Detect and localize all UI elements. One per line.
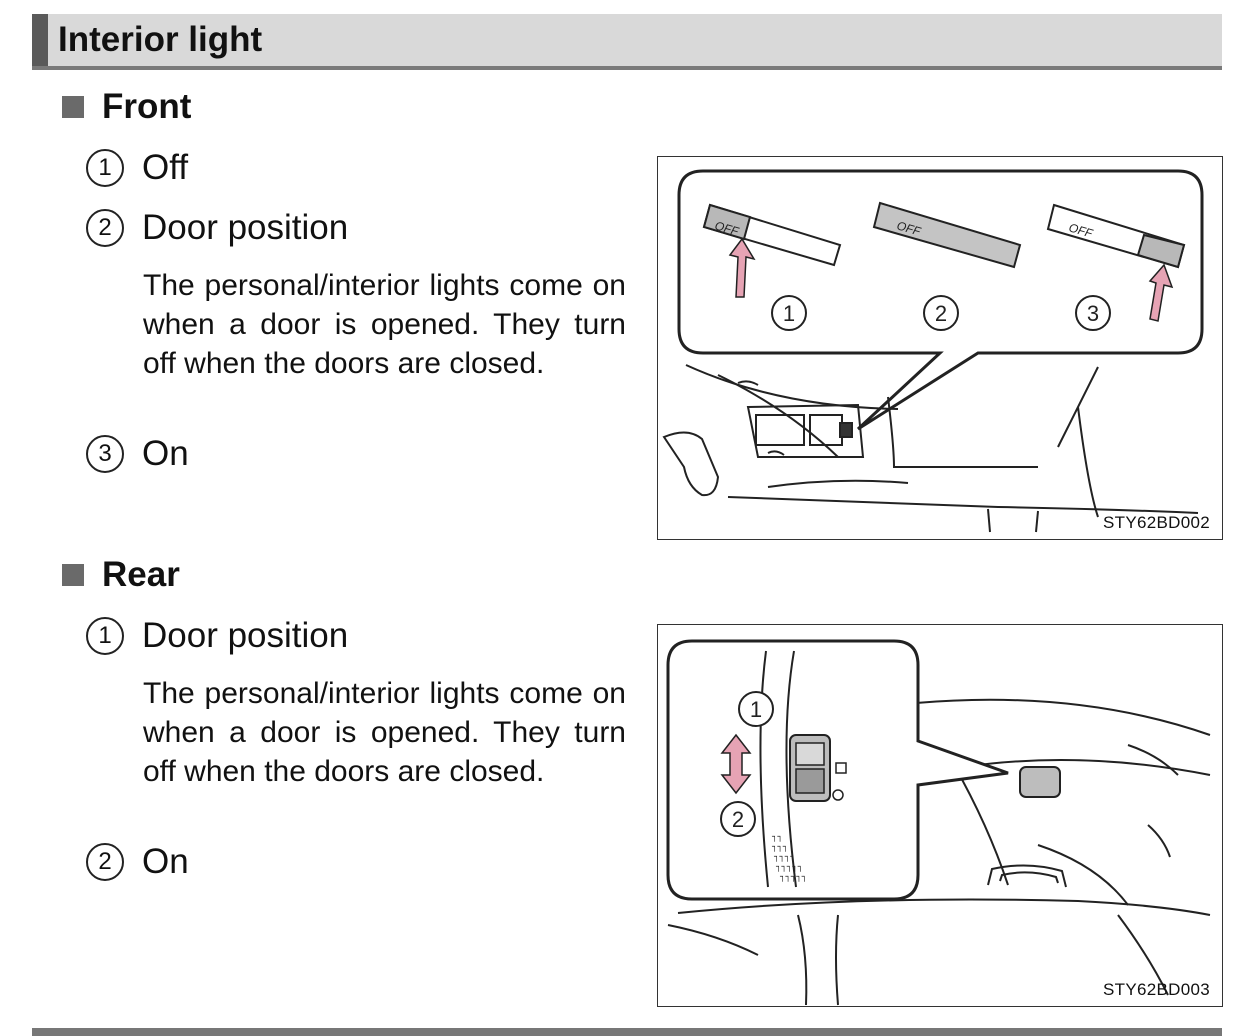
item-label: On — [142, 842, 189, 881]
circled-number-icon: 3 — [86, 435, 124, 473]
front-item-on: 3 On — [86, 432, 189, 476]
rear-item-door-position: 1 Door position — [86, 614, 348, 658]
page-title: Interior light — [58, 20, 263, 59]
front-section-title: Front — [62, 86, 191, 128]
figure-code: STY62BD002 — [1103, 513, 1210, 532]
press-arrow-icon — [1148, 263, 1174, 322]
item-label: Off — [142, 148, 189, 187]
circled-number-icon: 1 — [86, 617, 124, 655]
callout-number: 1 — [783, 301, 795, 326]
item-label: Door position — [142, 616, 349, 655]
rear-section-title: Rear — [62, 554, 180, 596]
slide-arrow-icon — [720, 733, 752, 795]
switch-off-label: OFF — [895, 218, 923, 238]
rear-light-figure: ┐┐ ┐┐┐ ┐┐┐┐ ┐┐┐┐┐ ┐┐┐┐┐ 1 2 STY62BD003 — [657, 624, 1223, 1007]
door-icon — [835, 762, 847, 774]
callout-number: 3 — [1087, 301, 1099, 326]
switch-off-label: OFF — [713, 218, 741, 238]
front-item-door-position: 2 Door position — [86, 206, 348, 250]
svg-text:┐┐┐┐: ┐┐┐┐ — [773, 852, 796, 862]
section-header: Interior light — [32, 14, 1222, 70]
callout-number: 2 — [732, 807, 744, 832]
bottom-divider — [32, 1028, 1222, 1036]
circled-number-icon: 2 — [86, 843, 124, 881]
item-label: On — [142, 434, 189, 473]
header-accent-bar — [32, 14, 48, 66]
front-item-off: 1 Off — [86, 146, 188, 190]
svg-text:┐┐┐: ┐┐┐ — [771, 842, 788, 852]
svg-text:┐┐┐┐┐: ┐┐┐┐┐ — [775, 862, 803, 872]
press-arrow-icon — [728, 237, 756, 298]
rear-lamp-icon — [1019, 766, 1061, 798]
light-icon — [832, 789, 844, 801]
rear-item-on: 2 On — [86, 840, 189, 884]
front-switch-illustration: OFF OFF OFF 1 2 3 — [662, 169, 1204, 533]
callout-number: 1 — [750, 697, 762, 722]
circled-number-icon: 1 — [86, 149, 124, 187]
front-light-figure: OFF OFF OFF 1 2 3 STY62BD002 — [657, 156, 1223, 540]
figure-code: STY62BD003 — [1103, 980, 1210, 999]
circled-number-icon: 2 — [86, 209, 124, 247]
callout-number: 2 — [935, 301, 947, 326]
switch-off-label: OFF — [1067, 220, 1095, 240]
rear-door-description: The personal/interior lights come on whe… — [143, 677, 626, 788]
item-label: Door position — [142, 208, 349, 247]
section-square-icon — [62, 96, 84, 118]
front-title-text: Front — [102, 87, 192, 126]
rear-title-text: Rear — [102, 555, 180, 594]
svg-text:┐┐┐┐┐: ┐┐┐┐┐ — [779, 872, 807, 882]
rear-switch-illustration: ┐┐ ┐┐┐ ┐┐┐┐ ┐┐┐┐┐ ┐┐┐┐┐ 1 2 — [666, 639, 1211, 1006]
front-door-description: The personal/interior lights come on whe… — [143, 269, 626, 380]
svg-text:┐┐: ┐┐ — [771, 832, 783, 842]
section-square-icon — [62, 564, 84, 586]
